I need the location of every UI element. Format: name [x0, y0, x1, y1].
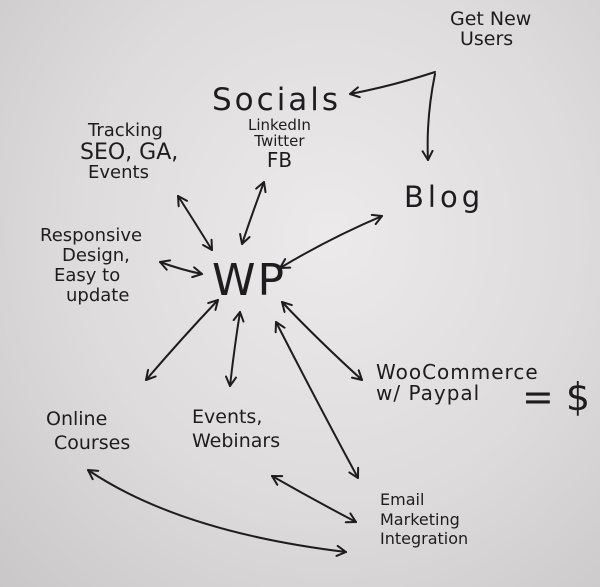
node-events-webinars: Events, Webinars: [192, 406, 281, 452]
node-email-marketing: Email Marketing Integration: [380, 490, 469, 549]
node-social-networks: LinkedIn Twitter FB: [248, 116, 311, 172]
edge-events-email: [271, 475, 357, 524]
edge-center-online-courses: [145, 299, 219, 381]
edge-courses-email: [87, 469, 347, 557]
node-woocommerce: WooCommerce w/ Paypal: [376, 360, 539, 405]
node-online-courses: Online Courses: [46, 408, 131, 454]
edge-tracking-center: [177, 195, 213, 251]
node-tracking: Tracking SEO, GA, Events: [80, 120, 179, 183]
edge-center-events: [225, 311, 245, 387]
node-wp-center: WP: [212, 255, 287, 306]
edge-get-new-users-to-socials: [349, 71, 436, 99]
node-money: = $: [522, 375, 591, 419]
edge-responsive-center: [159, 259, 203, 279]
edge-center-woocommerce: [281, 301, 363, 381]
node-responsive-design: Responsive Design, Easy to update: [40, 225, 143, 307]
node-get-new-users: Get New Users: [450, 8, 532, 50]
node-blog: Blog: [404, 180, 485, 214]
edge-get-new-users-to-blog: [421, 73, 436, 161]
edge-social-networks-center: [239, 181, 267, 245]
node-socials: Socials: [212, 82, 342, 118]
edge-blog-center: [279, 213, 383, 269]
node-wp-label: WP: [212, 255, 287, 306]
edge-center-email: [274, 321, 360, 479]
